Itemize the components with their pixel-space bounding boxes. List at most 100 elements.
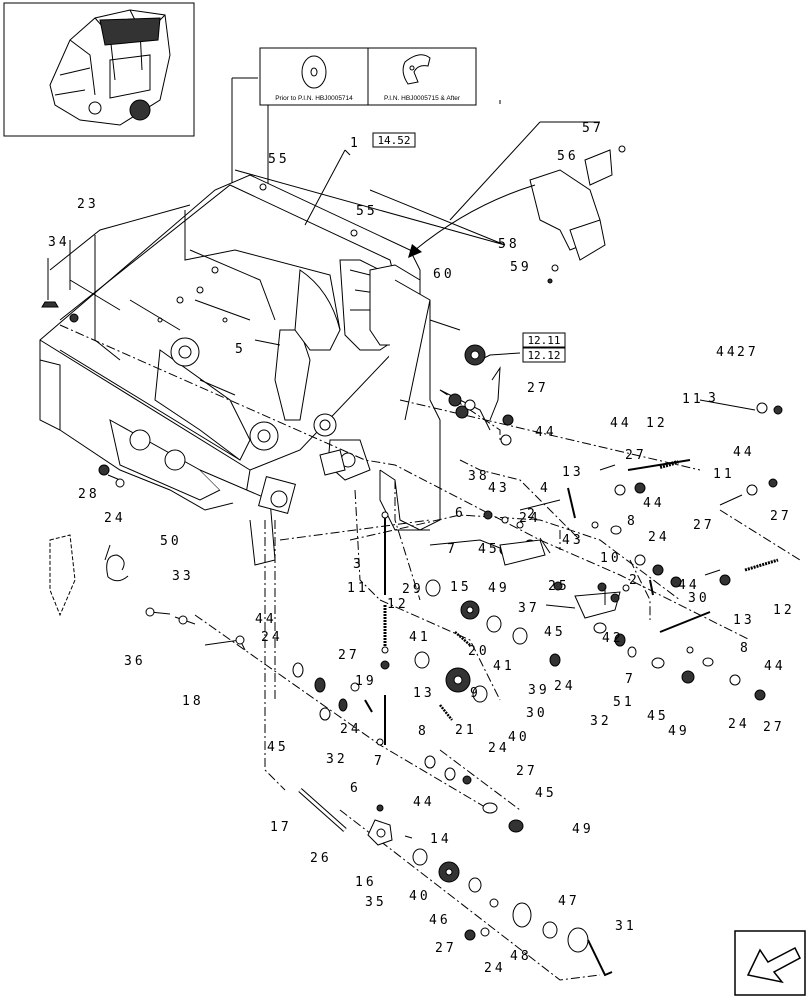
callout-36: 36 <box>124 654 146 669</box>
callout-26: 26 <box>310 851 332 866</box>
callout-49: 49 <box>488 581 510 596</box>
callout-19: 19 <box>355 674 377 689</box>
callout-43: 43 <box>488 481 510 496</box>
callout-42: 42 <box>602 631 624 646</box>
callout-27: 27 <box>693 518 715 533</box>
callout-44: 44 <box>413 795 435 810</box>
callout-6: 6 <box>350 781 361 796</box>
callout-27: 27 <box>770 509 792 524</box>
callout-4: 4 <box>540 481 551 496</box>
callout-44: 44 <box>764 659 786 674</box>
callout-12: 12 <box>646 416 668 431</box>
callout-13: 13 <box>413 686 435 701</box>
callout-labels: 1223345667778889101111111212121313131415… <box>48 121 792 976</box>
callout-44: 44 <box>733 445 755 460</box>
callout-7: 7 <box>374 754 385 769</box>
callout-40: 40 <box>508 730 530 745</box>
next-page-button[interactable] <box>734 930 806 996</box>
callout-28: 28 <box>78 487 100 502</box>
callout-33: 33 <box>172 569 194 584</box>
baler-main-frame <box>39 174 491 566</box>
callout-24: 24 <box>104 511 126 526</box>
callout-24: 24 <box>728 717 750 732</box>
callout-39: 39 <box>528 683 550 698</box>
serial-legend: Prior to P.I.N. HBJ0005714 P.I.N. HBJ000… <box>259 47 477 106</box>
machine-thumbnail <box>3 2 195 137</box>
callout-27: 27 <box>516 764 538 779</box>
callout-16: 16 <box>355 875 377 890</box>
callout-1: 1 <box>350 136 361 151</box>
callout-5: 5 <box>235 342 246 357</box>
legend-caption-right: P.I.N. HBJ0005715 & After <box>384 95 461 102</box>
curved-cam-icon <box>402 54 431 85</box>
callout-44: 44 <box>610 416 632 431</box>
callout-44: 44 <box>535 425 557 440</box>
callout-24: 24 <box>519 511 541 526</box>
callout-10: 10 <box>600 551 622 566</box>
ref-c[interactable]: 12.12 <box>527 349 560 362</box>
callout-34: 34 <box>48 235 70 250</box>
callout-45: 45 <box>267 740 289 755</box>
callout-30: 30 <box>526 706 548 721</box>
callout-51: 51 <box>613 695 635 710</box>
callout-14: 14 <box>430 832 452 847</box>
callout-21: 21 <box>455 723 477 738</box>
callout-8: 8 <box>740 641 751 656</box>
callout-58: 58 <box>498 237 520 252</box>
callout-38: 38 <box>468 469 490 484</box>
callout-2: 2 <box>527 507 538 522</box>
callout-46: 46 <box>429 913 451 928</box>
thumbnail-machine-icon <box>49 9 171 126</box>
callout-44: 44 <box>716 345 738 360</box>
callout-24: 24 <box>484 961 506 976</box>
callout-11: 11 <box>713 467 735 482</box>
callout-3: 3 <box>708 391 719 406</box>
callout-25: 25 <box>548 579 570 594</box>
callout-56: 56 <box>557 149 579 164</box>
callout-41: 41 <box>409 630 431 645</box>
callout-45: 45 <box>647 709 669 724</box>
ref-box-c[interactable] <box>522 347 566 363</box>
callout-45: 45 <box>544 625 566 640</box>
callout-48: 48 <box>510 949 532 964</box>
callout-13: 13 <box>733 613 755 628</box>
callout-32: 32 <box>326 752 348 767</box>
callout-23: 23 <box>77 197 99 212</box>
callout-24: 24 <box>340 722 362 737</box>
callout-44: 44 <box>678 578 700 593</box>
callout-35: 35 <box>365 895 387 910</box>
callout-57: 57 <box>582 121 604 136</box>
callout-31: 31 <box>615 919 637 934</box>
ref-box-b[interactable] <box>522 332 566 348</box>
ref-box-a[interactable] <box>372 132 416 148</box>
callout-18: 18 <box>182 694 204 709</box>
callout-29: 29 <box>402 582 424 597</box>
callout-8: 8 <box>418 724 429 739</box>
callout-49: 49 <box>572 822 594 837</box>
callout-27: 27 <box>435 941 457 956</box>
ref-a[interactable]: 14.52 <box>377 134 410 147</box>
callout-11: 11 <box>347 581 369 596</box>
callout-2: 2 <box>629 573 640 588</box>
callout-3: 3 <box>353 557 364 572</box>
callout-6: 6 <box>455 506 466 521</box>
callout-7: 7 <box>625 672 636 687</box>
callout-41: 41 <box>493 659 515 674</box>
callout-9: 9 <box>470 686 481 701</box>
callout-32: 32 <box>590 714 612 729</box>
hardware-parts <box>41 100 783 977</box>
flat-disc-icon <box>301 55 327 89</box>
callout-55: 55 <box>356 204 378 219</box>
ref-b[interactable]: 12.11 <box>527 334 560 347</box>
callout-49: 49 <box>668 724 690 739</box>
callout-43: 43 <box>562 533 584 548</box>
callout-27: 27 <box>527 381 549 396</box>
callout-45: 45 <box>535 786 557 801</box>
callout-7: 7 <box>447 542 458 557</box>
callout-40: 40 <box>409 889 431 904</box>
callout-47: 47 <box>558 894 580 909</box>
s-hook-50 <box>106 554 129 582</box>
callout-55: 55 <box>268 152 290 167</box>
callout-13: 13 <box>562 465 584 480</box>
